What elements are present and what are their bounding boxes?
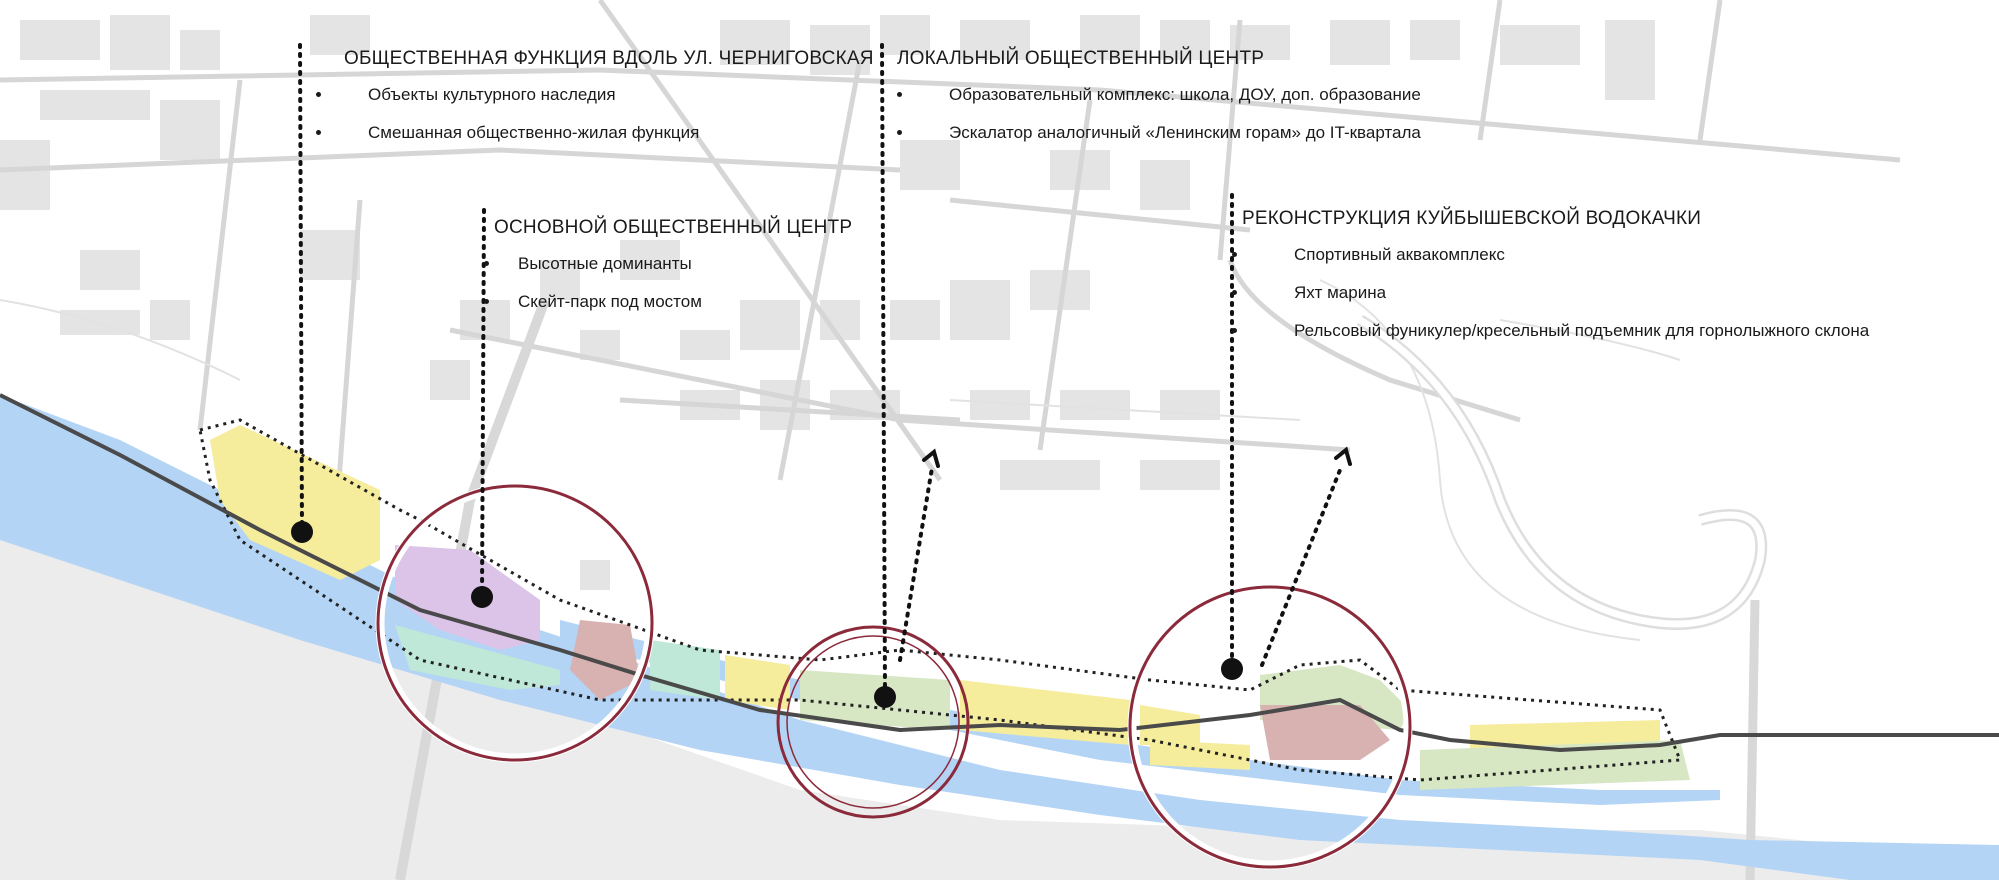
circle-vodokachka — [1127, 584, 1413, 870]
callout-item: Образовательный комплекс: школа, ДОУ, до… — [897, 84, 1421, 122]
thin-streets — [0, 279, 1681, 641]
callout-item: Спортивный аквакомплекс — [1232, 244, 1869, 282]
callout-title: РЕКОНСТРУКЦИЯ КУЙБЫШЕВСКОЙ ВОДОКАЧКИ — [1242, 208, 1702, 229]
callout-list: Объекты культурного наследия Смешанная о… — [316, 84, 874, 160]
callout-list: Образовательный комплекс: школа, ДОУ, до… — [897, 84, 1421, 160]
railway-line — [0, 393, 1999, 753]
callout-main-center: ОСНОВНОЙ ОБЩЕСТВЕННЫЙ ЦЕНТР Высотные дом… — [484, 217, 853, 329]
callout-local-center: ЛОКАЛЬНЫЙ ОБЩЕСТВЕННЫЙ ЦЕНТР Образовател… — [897, 48, 1421, 160]
leader-lines — [298, 43, 1344, 692]
callout-item: Смешанная общественно-жилая функция — [316, 122, 874, 160]
zones — [210, 425, 1690, 790]
callout-item-text: Скейт-парк под мостом — [518, 292, 702, 311]
zone-park-main — [395, 625, 560, 690]
project-boundary — [198, 418, 1683, 782]
arrow-funicular-icon — [1334, 446, 1352, 466]
zone-park-2 — [650, 640, 720, 700]
callout-item: Эскалатор аналогичный «Ленинским горам» … — [897, 122, 1421, 160]
callout-chernigovskaya: ОБЩЕСТВЕННАЯ ФУНКЦИЯ ВДОЛЬ УЛ. ЧЕРНИГОВС… — [316, 48, 874, 160]
focus-circles — [375, 483, 1413, 870]
anchor-dot-local-center — [874, 686, 896, 708]
callout-vodokachka: РЕКОНСТРУКЦИЯ КУЙБЫШЕВСКОЙ ВОДОКАЧКИ Спо… — [1232, 208, 1870, 358]
callout-item-text: Яхт марина — [1294, 283, 1387, 302]
callout-item-text: Спортивный аквакомплекс — [1294, 245, 1505, 264]
zone-commercial-vodokachka — [1260, 705, 1390, 760]
callout-item-text: Высотные доминанты — [518, 254, 692, 273]
anchor-dot-main-center — [471, 586, 493, 608]
callout-item-text: Рельсовый фуникулер/кресельный подъемник… — [1294, 321, 1870, 340]
zone-residential-west — [210, 425, 380, 580]
callout-item: Высотные доминанты — [484, 253, 852, 291]
city-buildings — [0, 15, 1655, 590]
highway-loop-inner — [1358, 316, 1765, 628]
callout-item: Яхт марина — [1232, 282, 1869, 320]
zone-residential-5 — [1150, 740, 1250, 770]
callout-list: Высотные доминанты Скейт-парк под мостом — [484, 253, 852, 329]
lower-riverbank — [0, 460, 1999, 880]
zone-public-main — [395, 545, 540, 650]
zone-commercial-main — [570, 620, 640, 700]
anchor-dot-vodokachka — [1221, 658, 1243, 680]
callout-item: Рельсовый фуникулер/кресельный подъемник… — [1232, 320, 1870, 358]
callout-item: Объекты культурного наследия — [316, 84, 874, 122]
circle-vodokachka-ring — [1128, 585, 1412, 869]
circle-main-center-ring — [376, 484, 654, 762]
callout-title: ОСНОВНОЙ ОБЩЕСТВЕННЫЙ ЦЕНТР — [494, 217, 853, 238]
callout-list: Спортивный аквакомплекс Яхт марина Рельс… — [1232, 244, 1870, 358]
callout-item-text: Образовательный комплекс: школа, ДОУ, до… — [949, 85, 1421, 104]
zone-green-east — [1420, 740, 1690, 790]
circle-main-center — [375, 483, 655, 763]
callout-title: ОБЩЕСТВЕННАЯ ФУНКЦИЯ ВДОЛЬ УЛ. ЧЕРНИГОВС… — [344, 48, 874, 69]
bridge-right — [1745, 599, 1760, 880]
zone-residential-2 — [725, 655, 790, 710]
callout-item-text: Смешанная общественно-жилая функция — [368, 123, 700, 142]
anchor-dots — [291, 521, 1243, 708]
callout-title: ЛОКАЛЬНЫЙ ОБЩЕСТВЕННЫЙ ЦЕНТР — [897, 48, 1265, 69]
callout-item-text: Объекты культурного наследия — [368, 85, 616, 104]
circle-local-center-inner — [786, 635, 960, 809]
circle-local-center — [776, 625, 970, 819]
callout-item-text: Эскалатор аналогичный «Ленинским горам» … — [949, 123, 1421, 142]
anchor-dot-chernigovskaya — [291, 521, 313, 543]
route-arrows — [922, 446, 1352, 468]
arrow-escalator-icon — [922, 448, 940, 468]
callout-item: Скейт-парк под мостом — [484, 291, 852, 329]
